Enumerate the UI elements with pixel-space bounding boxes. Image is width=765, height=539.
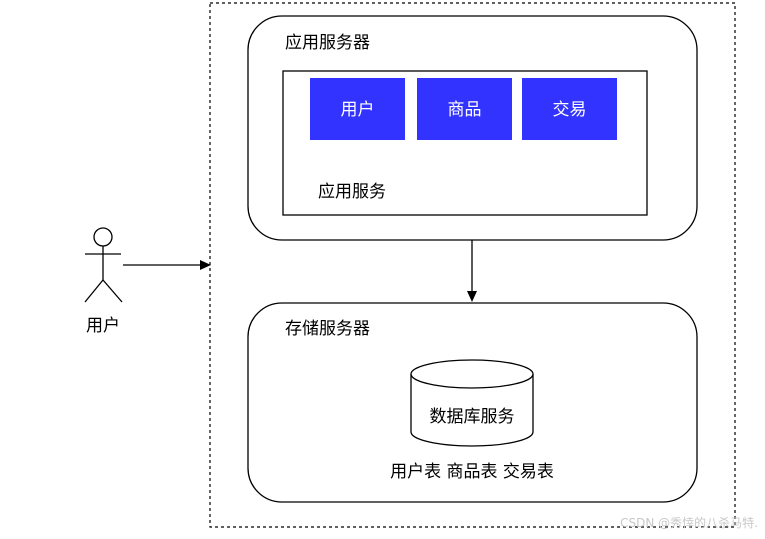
module-product-box <box>417 78 512 140</box>
module-user: 用户 <box>310 78 405 140</box>
app-to-storage-arrow <box>467 240 477 302</box>
tables-label: 用户表 商品表 交易表 <box>390 462 554 482</box>
module-user-label: 用户 <box>341 100 375 120</box>
module-product: 商品 <box>417 78 512 140</box>
app-server-title: 应用服务器 <box>285 33 370 53</box>
module-user-box <box>310 78 405 140</box>
database-cylinder: 数据库服务 <box>410 359 534 447</box>
module-trade-box <box>522 78 617 140</box>
user-to-system-arrow <box>123 260 211 270</box>
user-actor-label: 用户 <box>86 316 120 336</box>
watermark: CSDN @秀悻的八杀马特. <box>620 515 758 530</box>
user-actor: 用户 <box>84 227 123 336</box>
app-service-label: 应用服务 <box>318 182 386 202</box>
module-trade-label: 交易 <box>553 100 587 120</box>
storage-server-title: 存储服务器 <box>285 319 370 339</box>
database-label: 数据库服务 <box>430 407 515 427</box>
module-product-label: 商品 <box>448 100 482 120</box>
person-icon <box>84 227 123 303</box>
app-server: 应用服务器 用户 商品 交易 应用服务 <box>247 15 698 241</box>
module-trade: 交易 <box>522 78 617 140</box>
storage-server: 存储服务器 数据库服务 用户表 商品表 交易表 <box>247 302 698 503</box>
